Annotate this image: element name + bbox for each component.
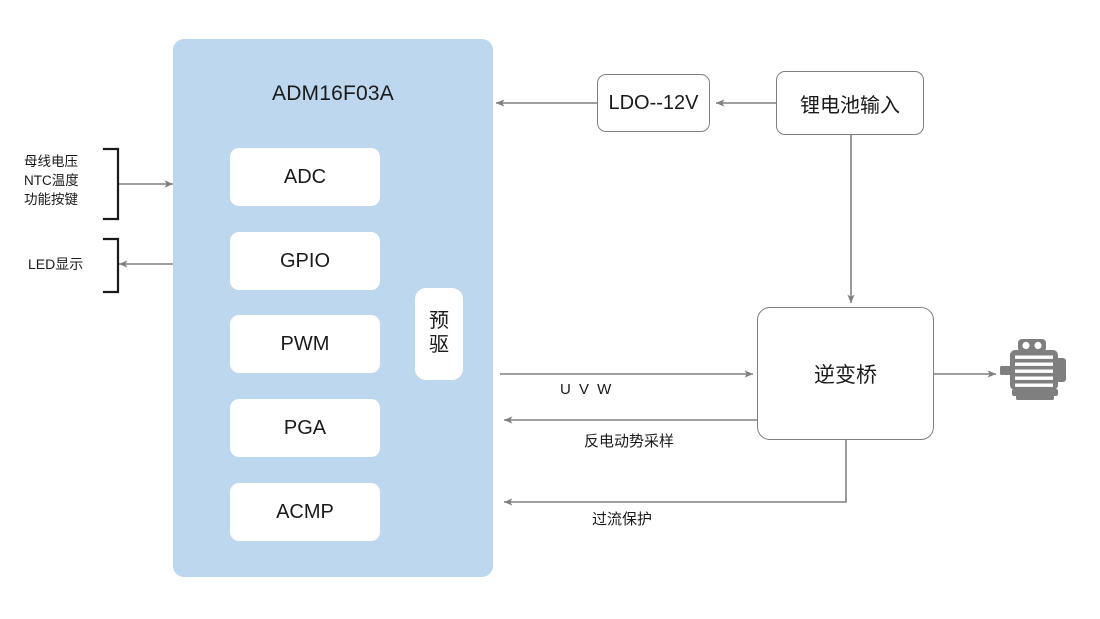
block-pre-driver[interactable]: 预 驱 — [415, 288, 463, 380]
box-ldo-12v[interactable]: LDO--12V — [597, 74, 710, 132]
wire-label-ocp: 过流保护 — [592, 511, 653, 528]
bracket-inputs — [102, 147, 120, 221]
input-label-ntc-temp: NTC温度 — [24, 173, 79, 188]
input-label-bus-voltage: 母线电压 — [24, 154, 78, 169]
block-gpio[interactable]: GPIO — [230, 232, 380, 290]
wire-ocp-to-mcu — [503, 440, 847, 506]
motor-icon — [1000, 336, 1070, 404]
wire-label-bemf: 反电动势采样 — [584, 433, 675, 450]
block-adc[interactable]: ADC — [230, 148, 380, 206]
left-output-signal-label: LED显示 — [28, 256, 84, 272]
wire-label-uvw: U V W — [560, 381, 614, 398]
block-pga[interactable]: PGA — [230, 399, 380, 457]
box-battery-input[interactable]: 锂电池输入 — [776, 71, 924, 135]
box-inverter-bridge[interactable]: 逆变桥 — [757, 307, 934, 440]
mcu-title: ADM16F03A — [271, 82, 395, 105]
pre-driver-line-1: 预 — [429, 310, 449, 333]
block-acmp[interactable]: ACMP — [230, 483, 380, 541]
block-pwm[interactable]: PWM — [230, 315, 380, 373]
input-label-function-key: 功能按键 — [24, 192, 78, 207]
pre-driver-line-2: 驱 — [429, 334, 449, 356]
bracket-led — [102, 237, 120, 294]
left-input-signal-labels: 母线电压 NTC温度 功能按键 — [24, 152, 79, 209]
